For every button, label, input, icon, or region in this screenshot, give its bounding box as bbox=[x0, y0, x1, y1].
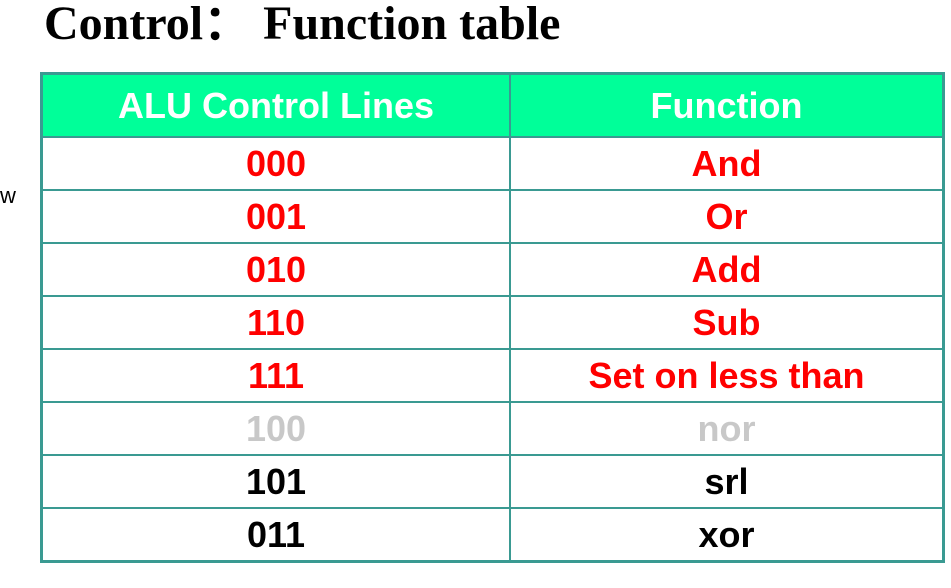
control-code-cell: 101 bbox=[40, 454, 511, 509]
function-cell: Sub bbox=[509, 295, 945, 350]
function-cell: srl bbox=[509, 454, 945, 509]
header-function: Function bbox=[509, 72, 945, 138]
control-code-cell: 111 bbox=[40, 348, 511, 403]
table-row: 111 Set on less than bbox=[40, 348, 945, 403]
table-row: 011 xor bbox=[40, 507, 945, 563]
function-cell: xor bbox=[509, 507, 945, 563]
table-header-row: ALU Control Lines Function bbox=[40, 72, 945, 138]
control-code-cell: 100 bbox=[40, 401, 511, 456]
function-cell: And bbox=[509, 136, 945, 191]
table-row: 000 And bbox=[40, 136, 945, 191]
control-code-cell: 010 bbox=[40, 242, 511, 297]
cropped-text-fragment: w bbox=[0, 183, 16, 208]
function-cell: nor bbox=[509, 401, 945, 456]
control-code-cell: 011 bbox=[40, 507, 511, 563]
function-table: ALU Control Lines Function 000 And 001 O… bbox=[40, 72, 945, 563]
control-code-cell: 001 bbox=[40, 189, 511, 244]
table-row: 100 nor bbox=[40, 401, 945, 456]
control-code-cell: 000 bbox=[40, 136, 511, 191]
table-row: 010 Add bbox=[40, 242, 945, 297]
function-cell: Add bbox=[509, 242, 945, 297]
header-alu-control-lines: ALU Control Lines bbox=[40, 72, 511, 138]
function-cell: Set on less than bbox=[509, 348, 945, 403]
table-row: 110 Sub bbox=[40, 295, 945, 350]
function-cell: Or bbox=[509, 189, 945, 244]
control-code-cell: 110 bbox=[40, 295, 511, 350]
table-row: 001 Or bbox=[40, 189, 945, 244]
table-row: 101 srl bbox=[40, 454, 945, 509]
page-title: Control： Function table bbox=[44, 0, 561, 50]
